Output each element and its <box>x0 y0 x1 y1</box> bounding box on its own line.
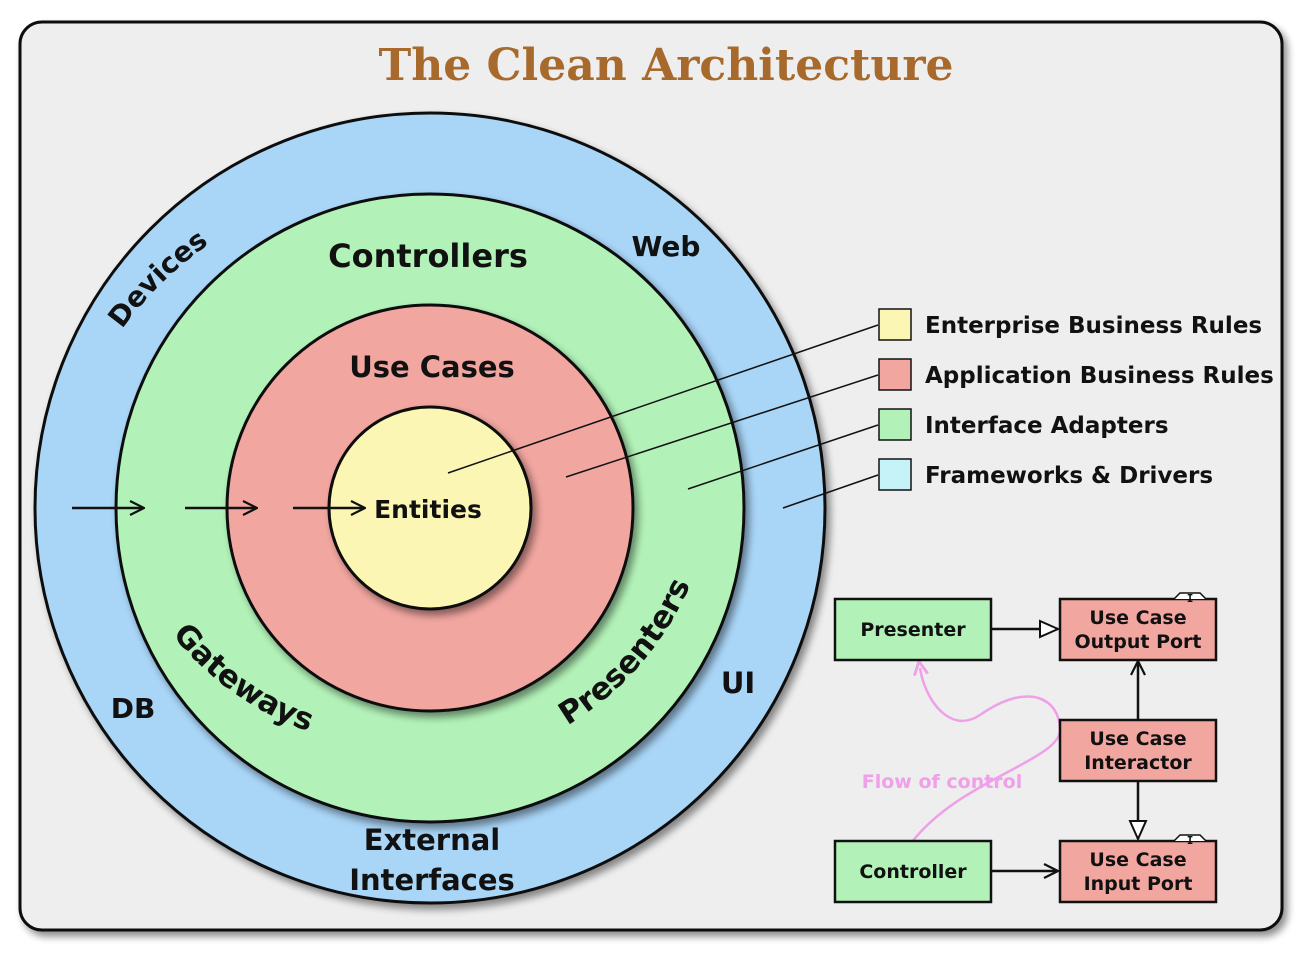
diagram-title: The Clean Architecture <box>378 40 953 91</box>
label-controllers: Controllers <box>328 237 528 275</box>
label-db: DB <box>111 692 156 725</box>
legend-label-interface: Interface Adapters <box>925 413 1169 439</box>
legend-label-enterprise: Enterprise Business Rules <box>925 313 1262 339</box>
controller-label: Controller <box>859 861 967 883</box>
legend-swatch-frameworks <box>878 458 912 491</box>
flow-of-control-curve <box>911 668 1062 843</box>
interactor-label-line1: Use Case <box>1089 728 1186 750</box>
legend-swatch-interface <box>878 408 912 441</box>
interactor-label-line2: Interactor <box>1084 752 1192 774</box>
label-web: Web <box>632 230 701 263</box>
presenter-label: Presenter <box>860 619 966 641</box>
label-entities: Entities <box>374 495 482 524</box>
legend-leader-application <box>565 374 879 478</box>
legend-leader-interface <box>687 424 879 490</box>
label-external-interfaces-line1: External <box>364 823 501 857</box>
presenter-box <box>833 597 993 662</box>
legend-leader-frameworks <box>782 474 879 509</box>
legend-swatch-application <box>878 358 912 391</box>
interface-marker-input: I <box>1173 834 1207 847</box>
svg-text:I: I <box>1187 834 1194 847</box>
output-port-label-line2: Output Port <box>1074 631 1201 653</box>
legend-leader-enterprise <box>447 324 879 474</box>
output-port-label-line1: Use Case <box>1089 607 1186 629</box>
input-port-label-line2: Input Port <box>1084 873 1193 895</box>
flow-of-control-diagram: Flow of control Presenter Controller Use… <box>833 592 1218 904</box>
legend-label-application: Application Business Rules <box>925 363 1274 389</box>
interactor-box <box>1058 718 1218 783</box>
input-port-box <box>1058 839 1218 904</box>
label-use-cases: Use Cases <box>349 350 515 384</box>
label-external-interfaces-line2: Interfaces <box>349 863 515 897</box>
label-ui: UI <box>721 666 755 700</box>
legend-label-frameworks: Frameworks & Drivers <box>925 463 1213 489</box>
input-port-label-line1: Use Case <box>1089 849 1186 871</box>
legend-swatch-enterprise <box>878 308 912 341</box>
interface-marker-output: I <box>1173 592 1207 605</box>
legend: Enterprise Business Rules Application Bu… <box>878 308 1274 491</box>
svg-text:I: I <box>1187 592 1194 605</box>
flow-of-control-label: Flow of control <box>862 771 1023 793</box>
